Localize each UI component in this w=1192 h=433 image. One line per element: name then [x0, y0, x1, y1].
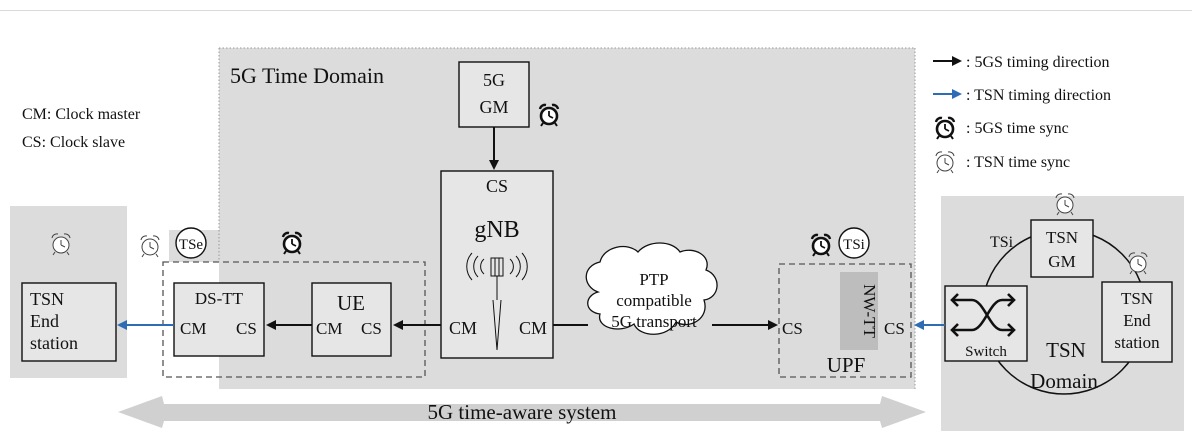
- tsn-time-sync-icon-dstt: [140, 235, 160, 258]
- time-domain-title: 5G Time Domain: [230, 63, 384, 88]
- gnb-cm-left-label: CM: [449, 318, 477, 338]
- transport-cloud: [585, 242, 718, 335]
- tsn-domain-line2: Domain: [1030, 369, 1098, 393]
- legend-clock-master: CM: Clock master: [22, 106, 141, 123]
- ue-box: UE CM CS: [311, 282, 392, 357]
- upf-cs-left-label: CS: [782, 319, 803, 338]
- gnb-name: gNB: [474, 217, 519, 243]
- transport-line2: compatible: [616, 291, 692, 310]
- tsn-end-right-line2: End: [1123, 311, 1151, 330]
- ds-tt-cs-label: CS: [236, 319, 257, 338]
- legend-5gs-sync: : 5GS time sync: [966, 120, 1069, 137]
- gnb-box: CS gNB CM CM: [440, 170, 554, 359]
- switch-box: Switch: [944, 285, 1028, 362]
- legend-5gs-clock-icon: [934, 116, 956, 141]
- transport-line3: 5G transport: [611, 312, 697, 331]
- legend-clock-slave: CS: Clock slave: [22, 134, 125, 151]
- tsi-label-upf: TSi: [843, 237, 865, 253]
- time-aware-system-arrow: [118, 396, 926, 428]
- nw-tt-box: [840, 272, 878, 350]
- 5g-grandmaster-box: 5G GM: [458, 61, 530, 128]
- tsn-end-right-line3: station: [1114, 333, 1160, 352]
- tsn-end-station-right: TSN End station: [1101, 281, 1173, 363]
- gnb-cs-label: CS: [486, 176, 508, 196]
- tse-label: TSe: [179, 237, 204, 253]
- nw-tt-label: NW-TT: [860, 284, 879, 338]
- ds-tt-cm-label: CM: [180, 319, 206, 338]
- ds-tt-box: DS-TT CM CS: [173, 282, 265, 357]
- 5g-gm-line2: GM: [479, 97, 508, 117]
- tsn-end-left-line1: TSN: [30, 289, 64, 309]
- top-divider: [0, 10, 1192, 11]
- time-aware-system-label: 5G time-aware system: [428, 400, 617, 424]
- antenna-tower-icon: [466, 252, 528, 351]
- tsn-domain-line1: TSN: [1046, 338, 1086, 362]
- tsi-badge-upf: TSi: [838, 227, 870, 259]
- tsn-gm-line1: TSN: [1046, 228, 1078, 247]
- device-side-container: [162, 261, 426, 378]
- gnb-cm-right-label: CM: [519, 318, 547, 338]
- legend-tsn-direction: : TSN timing direction: [966, 87, 1111, 104]
- ue-cs-label: CS: [361, 319, 382, 338]
- upf-name: UPF: [827, 353, 866, 377]
- upf-cs-right-label: CS: [884, 319, 905, 338]
- tsn-gm-line2: GM: [1048, 252, 1075, 271]
- tsn-end-left-line3: station: [30, 333, 78, 353]
- switch-icon: [950, 293, 1016, 337]
- ds-tt-name: DS-TT: [195, 289, 244, 308]
- ue-cm-label: CM: [316, 319, 342, 338]
- legend-tsn-clock-icon: [935, 151, 955, 174]
- tse-badge: TSe: [175, 227, 207, 259]
- tsn-end-left-line2: End: [30, 311, 59, 331]
- 5g-gm-line1: 5G: [483, 70, 505, 90]
- upf-container: [778, 263, 912, 378]
- tsn-end-station-left: TSN End station: [21, 282, 117, 362]
- ue-name: UE: [337, 291, 365, 315]
- legend-tsn-sync: : TSN time sync: [966, 154, 1070, 171]
- transport-line1: PTP: [639, 270, 668, 289]
- tsn-domain-tsi-label: TSi: [990, 234, 1014, 251]
- switch-label: Switch: [965, 344, 1007, 360]
- legend-5gs-direction: : 5GS timing direction: [966, 54, 1110, 71]
- tsn-gm-box: TSN GM: [1030, 219, 1094, 278]
- tsn-end-right-line1: TSN: [1121, 289, 1153, 308]
